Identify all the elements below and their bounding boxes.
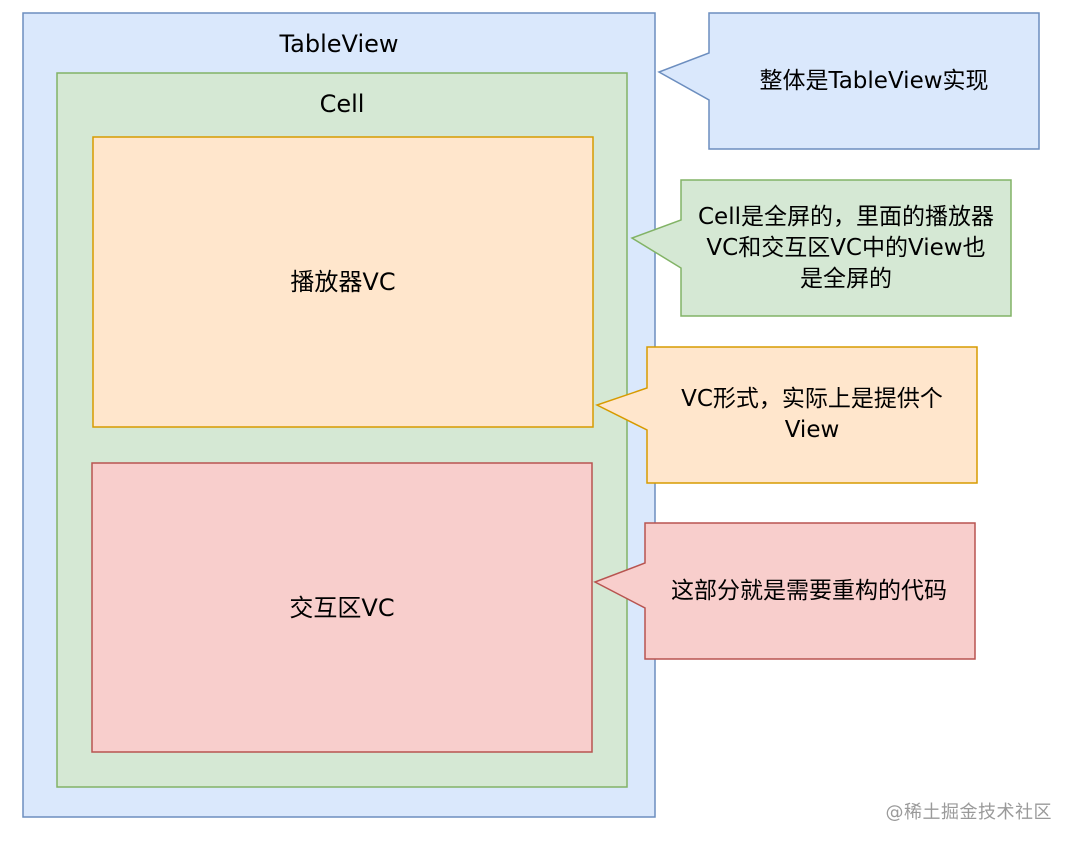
cell-callout-line: Cell是全屏的，里面的播放器VC和交互区VC中的View也是全屏的 — [698, 203, 994, 292]
cell-label: Cell — [319, 90, 365, 118]
vc-callout[interactable] — [595, 346, 978, 484]
vc-callout-text: VC形式，实际上是提供个View — [650, 347, 974, 483]
player-vc-box[interactable] — [92, 136, 594, 428]
refactor-callout-line: 这部分就是需要重构的代码 — [671, 577, 947, 604]
watermark: @稀土掘金技术社区 — [885, 802, 1052, 823]
refactor-callout-text: 这部分就是需要重构的代码 — [650, 523, 968, 659]
cell-callout-text: Cell是全屏的，里面的播放器VC和交互区VC中的View也是全屏的 — [690, 180, 1002, 316]
tableview-label: TableView — [279, 30, 399, 58]
tableview-callout-text: 整体是TableView实现 — [718, 13, 1030, 149]
vc-callout-line: VC形式，实际上是提供个View — [681, 386, 943, 443]
cell-callout[interactable] — [630, 179, 1012, 317]
tableview-callout[interactable] — [657, 12, 1040, 150]
interaction-vc-label: 交互区VC — [289, 594, 395, 622]
interaction-vc-box[interactable] — [91, 462, 593, 753]
tableview-callout-line: 整体是TableView实现 — [759, 67, 989, 94]
player-vc-label: 播放器VC — [290, 268, 396, 296]
refactor-callout[interactable] — [593, 522, 976, 660]
